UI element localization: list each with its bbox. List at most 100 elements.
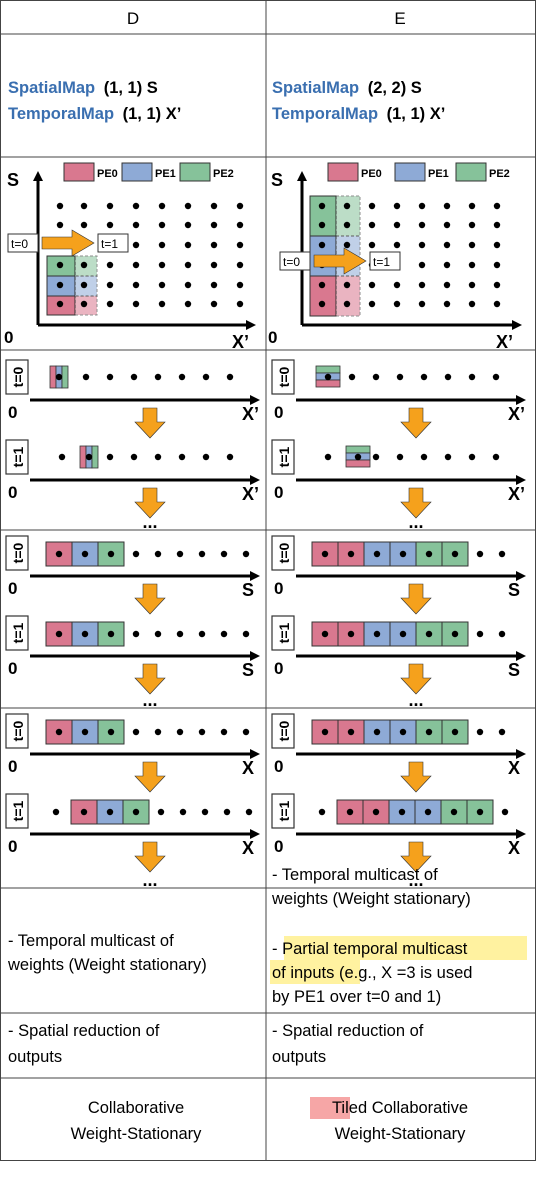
data-dot <box>81 728 89 736</box>
data-dot <box>373 550 381 558</box>
grid-dot <box>368 300 376 308</box>
grid-dot <box>368 221 376 229</box>
grid-dot <box>393 202 401 210</box>
grid-dot <box>443 241 451 249</box>
weight-dot <box>55 373 63 381</box>
reuse-line-1: - Temporal multicast of <box>272 866 438 884</box>
grid-dot <box>493 221 501 229</box>
data-dot <box>347 630 355 638</box>
weight-dot <box>492 373 500 381</box>
data-dot <box>220 550 228 558</box>
grid-dot <box>106 300 114 308</box>
reuse-example-line-2: by PE1 over t=0 and 1) <box>272 988 441 1006</box>
grid-dot <box>210 281 218 289</box>
grid-dot <box>393 241 401 249</box>
origin-label: 0 <box>8 659 17 678</box>
time-tag-label: t=0 <box>276 366 292 387</box>
data-dot <box>81 630 89 638</box>
continuation-ellipsis: ... <box>142 870 157 890</box>
time-step-down-arrow <box>134 487 166 519</box>
pe-weight-slot <box>345 459 371 468</box>
data-dot <box>399 550 407 558</box>
data-dot <box>498 550 506 558</box>
legend-swatch-pe2 <box>455 162 487 182</box>
pe-weight-slot <box>345 445 371 454</box>
data-dot <box>176 728 184 736</box>
pe-data-box <box>363 719 391 745</box>
output-mapping-rows: t=0X0t=1X0... <box>271 713 526 890</box>
legend-swatch-pe0 <box>63 162 95 182</box>
reduction-line-1: - Spatial reduction of <box>8 1022 160 1040</box>
grid-dot <box>106 202 114 210</box>
grid-dot <box>80 261 88 269</box>
pe-weight-slot <box>315 365 341 374</box>
grid-dot <box>236 221 244 229</box>
grid-dot <box>343 221 351 229</box>
weight-dot <box>154 453 162 461</box>
grid-dot <box>443 221 451 229</box>
data-dot <box>106 808 114 816</box>
data-dot <box>55 550 63 558</box>
weight-dot <box>226 453 234 461</box>
data-dot <box>157 808 165 816</box>
grid-dot <box>56 202 64 210</box>
axis-label: S <box>242 580 254 600</box>
time-tag-t1: t=1 <box>373 255 390 269</box>
data-dot <box>399 728 407 736</box>
weight-dot <box>130 453 138 461</box>
weight-dot <box>396 373 404 381</box>
spatial-map-keyword: SpatialMap <box>272 79 359 97</box>
grid-dot <box>493 241 501 249</box>
grid-dot <box>343 202 351 210</box>
spatial-map-directive: SpatialMap (2, 2) S <box>272 79 422 97</box>
temporal-map-args: (1, 1) X’ <box>123 105 182 123</box>
data-dot <box>176 550 184 558</box>
data-dot <box>498 630 506 638</box>
data-dot <box>373 630 381 638</box>
axis-label-x: X’ <box>232 332 249 352</box>
dataflow-name-line-1: Collaborative <box>88 1099 184 1117</box>
grid-dot <box>318 281 326 289</box>
axis-label-s: S <box>7 170 19 190</box>
data-dot <box>132 808 140 816</box>
data-dot <box>501 808 509 816</box>
time-tag-label: t=1 <box>10 446 26 467</box>
time-tag: t=1 <box>5 793 29 829</box>
highlight-of-inputs <box>270 960 360 984</box>
dataflow-name-tiled: Tiled <box>332 1099 367 1117</box>
data-dot <box>476 630 484 638</box>
dataflow-name-collaborative: Collaborative <box>372 1099 468 1117</box>
continuation-ellipsis: ... <box>142 512 157 532</box>
legend-swatch-pe1 <box>121 162 153 182</box>
time-tag: t=1 <box>5 439 29 475</box>
data-dot <box>55 728 63 736</box>
weight-mapping-rows: t=0X’0t=1X’0... <box>5 359 260 532</box>
temporal-map-directive: TemporalMap (1, 1) X’ <box>8 105 181 123</box>
origin-label: 0 <box>274 837 283 856</box>
data-dot <box>176 630 184 638</box>
time-tag-t0: t=0 <box>283 255 300 269</box>
spatial-map-keyword: SpatialMap <box>8 79 95 97</box>
column-header: D <box>127 9 139 28</box>
mapping-grid-plot: S X’ 0 PE0 PE1 PE2 t= <box>4 162 256 352</box>
origin-label: 0 <box>8 403 17 422</box>
axis-label: X <box>242 838 254 858</box>
data-dot <box>372 808 380 816</box>
time-step-arrow: t=0 t=1 <box>279 247 401 275</box>
grid-dot <box>80 221 88 229</box>
data-dot <box>450 808 458 816</box>
grid-dot <box>158 281 166 289</box>
data-dot <box>198 550 206 558</box>
data-dot <box>107 550 115 558</box>
time-tag-label: t=0 <box>10 366 26 387</box>
grid-dot <box>158 202 166 210</box>
data-dot <box>242 728 250 736</box>
continuation-ellipsis: ... <box>408 690 423 710</box>
time-tag-label: t=0 <box>276 542 292 563</box>
legend-label-pe2: PE2 <box>213 168 234 180</box>
axis-label: X <box>508 758 520 778</box>
time-tag-label: t=1 <box>10 800 26 821</box>
weight-dot <box>348 373 356 381</box>
weight-dot <box>58 453 66 461</box>
